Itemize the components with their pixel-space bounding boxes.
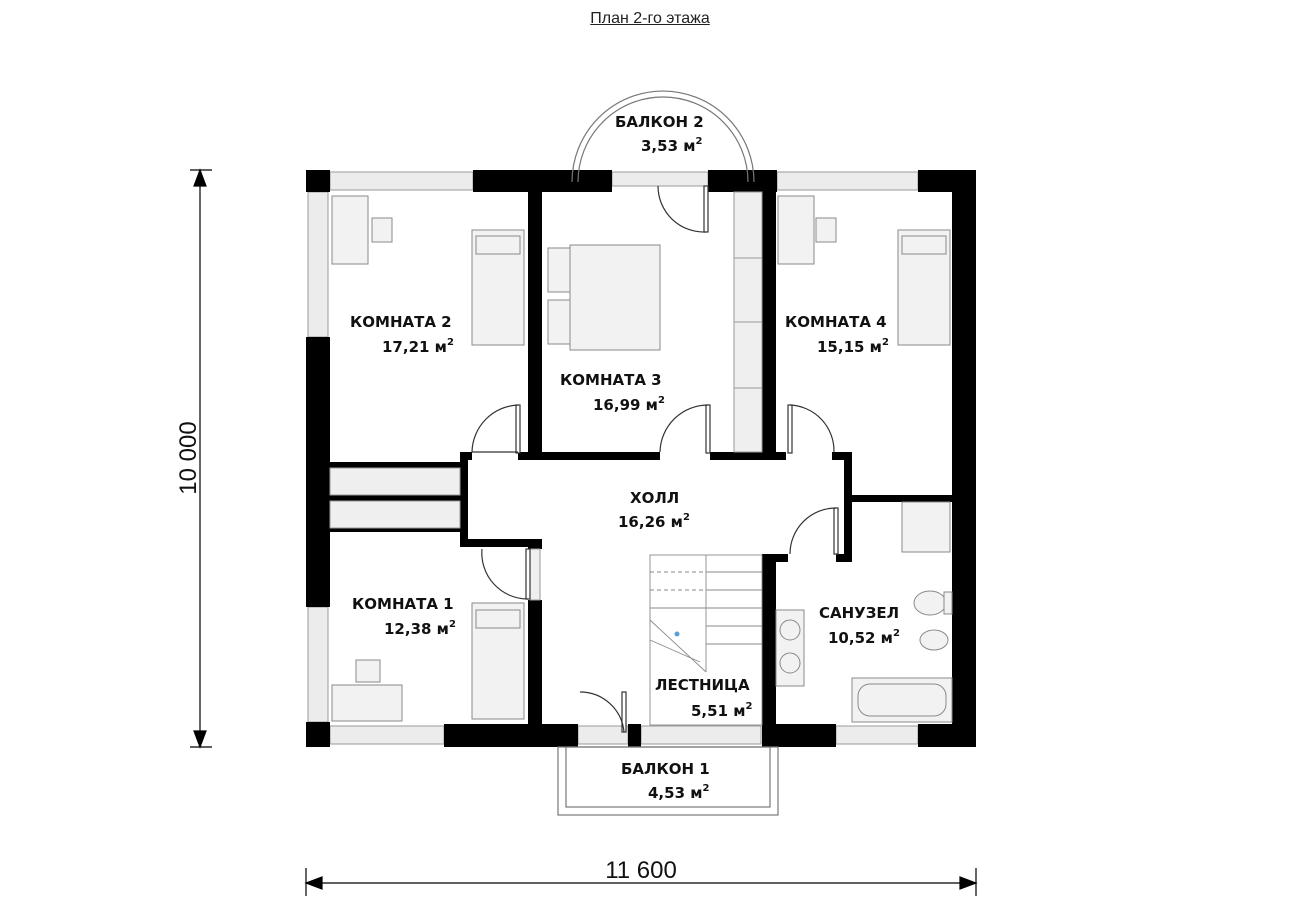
room-area: 10,52 м (828, 629, 893, 647)
area-unit-sup: 2 (882, 337, 889, 348)
room-area: 16,99 м (593, 396, 658, 414)
room-name: КОМНАТА 4 (785, 313, 887, 331)
room-name: КОМНАТА 1 (352, 595, 454, 613)
area-unit-sup: 2 (746, 701, 753, 712)
width-dimension-label: 11 600 (605, 857, 677, 884)
room-label-lestnica: ЛЕСТНИЦА 5,51 м2 (655, 676, 753, 720)
furniture (331, 195, 953, 723)
area-unit-sup: 2 (893, 628, 900, 639)
room-name: ЛЕСТНИЦА (655, 676, 750, 694)
svg-text:10,52 м2: 10,52 м2 (828, 628, 900, 647)
svg-text:4,53 м2: 4,53 м2 (648, 783, 710, 802)
room-area: 5,51 м (691, 702, 746, 720)
staircase (649, 554, 763, 726)
room-label-holl: ХОЛЛ 16,26 м2 (618, 489, 690, 531)
plan-title: План 2-го этажа (590, 10, 710, 27)
room-label-komnata-4: КОМНАТА 4 15,15 м2 (785, 313, 889, 356)
height-dimension-label: 10 000 (175, 421, 202, 494)
room-name: ХОЛЛ (630, 489, 679, 507)
balcony-1 (557, 746, 779, 816)
area-unit-sup: 2 (703, 783, 710, 794)
svg-text:17,21 м2: 17,21 м2 (382, 337, 454, 356)
dimension-lines (190, 168, 978, 896)
room-label-balkon-2: БАЛКОН 2 3,53 м2 (615, 113, 704, 155)
area-unit-sup: 2 (658, 395, 665, 406)
svg-text:3,53 м2: 3,53 м2 (641, 136, 703, 155)
interior-walls (330, 190, 952, 747)
room-area: 12,38 м (384, 620, 449, 638)
room-name: БАЛКОН 1 (621, 760, 710, 778)
svg-text:16,26 м2: 16,26 м2 (618, 512, 690, 531)
room-area: 15,15 м (817, 338, 882, 356)
room-name: САНУЗЕЛ (819, 604, 899, 622)
exterior-walls (306, 170, 976, 747)
room-label-komnata-1: КОМНАТА 1 12,38 м2 (352, 595, 456, 638)
room-label-komnata-3: КОМНАТА 3 16,99 м2 (560, 371, 665, 414)
doors (471, 185, 839, 733)
room-label-sanuzel: САНУЗЕЛ 10,52 м2 (819, 604, 900, 647)
area-unit-sup: 2 (696, 136, 703, 147)
room-label-komnata-2: КОМНАТА 2 17,21 м2 (350, 313, 454, 356)
room-name: КОМНАТА 3 (560, 371, 662, 389)
room-area: 16,26 м (618, 513, 683, 531)
area-unit-sup: 2 (447, 337, 454, 348)
room-area: 4,53 м (648, 784, 703, 802)
area-unit-sup: 2 (449, 619, 456, 630)
svg-text:15,15 м2: 15,15 м2 (817, 337, 889, 356)
svg-text:12,38 м2: 12,38 м2 (384, 619, 456, 638)
balcony-2 (571, 90, 755, 183)
room-label-balkon-1: БАЛКОН 1 4,53 м2 (621, 760, 710, 802)
svg-text:16,99 м2: 16,99 м2 (593, 395, 665, 414)
room-name: КОМНАТА 2 (350, 313, 452, 331)
svg-text:5,51 м2: 5,51 м2 (691, 701, 753, 720)
room-name: БАЛКОН 2 (615, 113, 704, 131)
room-area: 3,53 м (641, 137, 696, 155)
room-area: 17,21 м (382, 338, 447, 356)
area-unit-sup: 2 (683, 512, 690, 523)
